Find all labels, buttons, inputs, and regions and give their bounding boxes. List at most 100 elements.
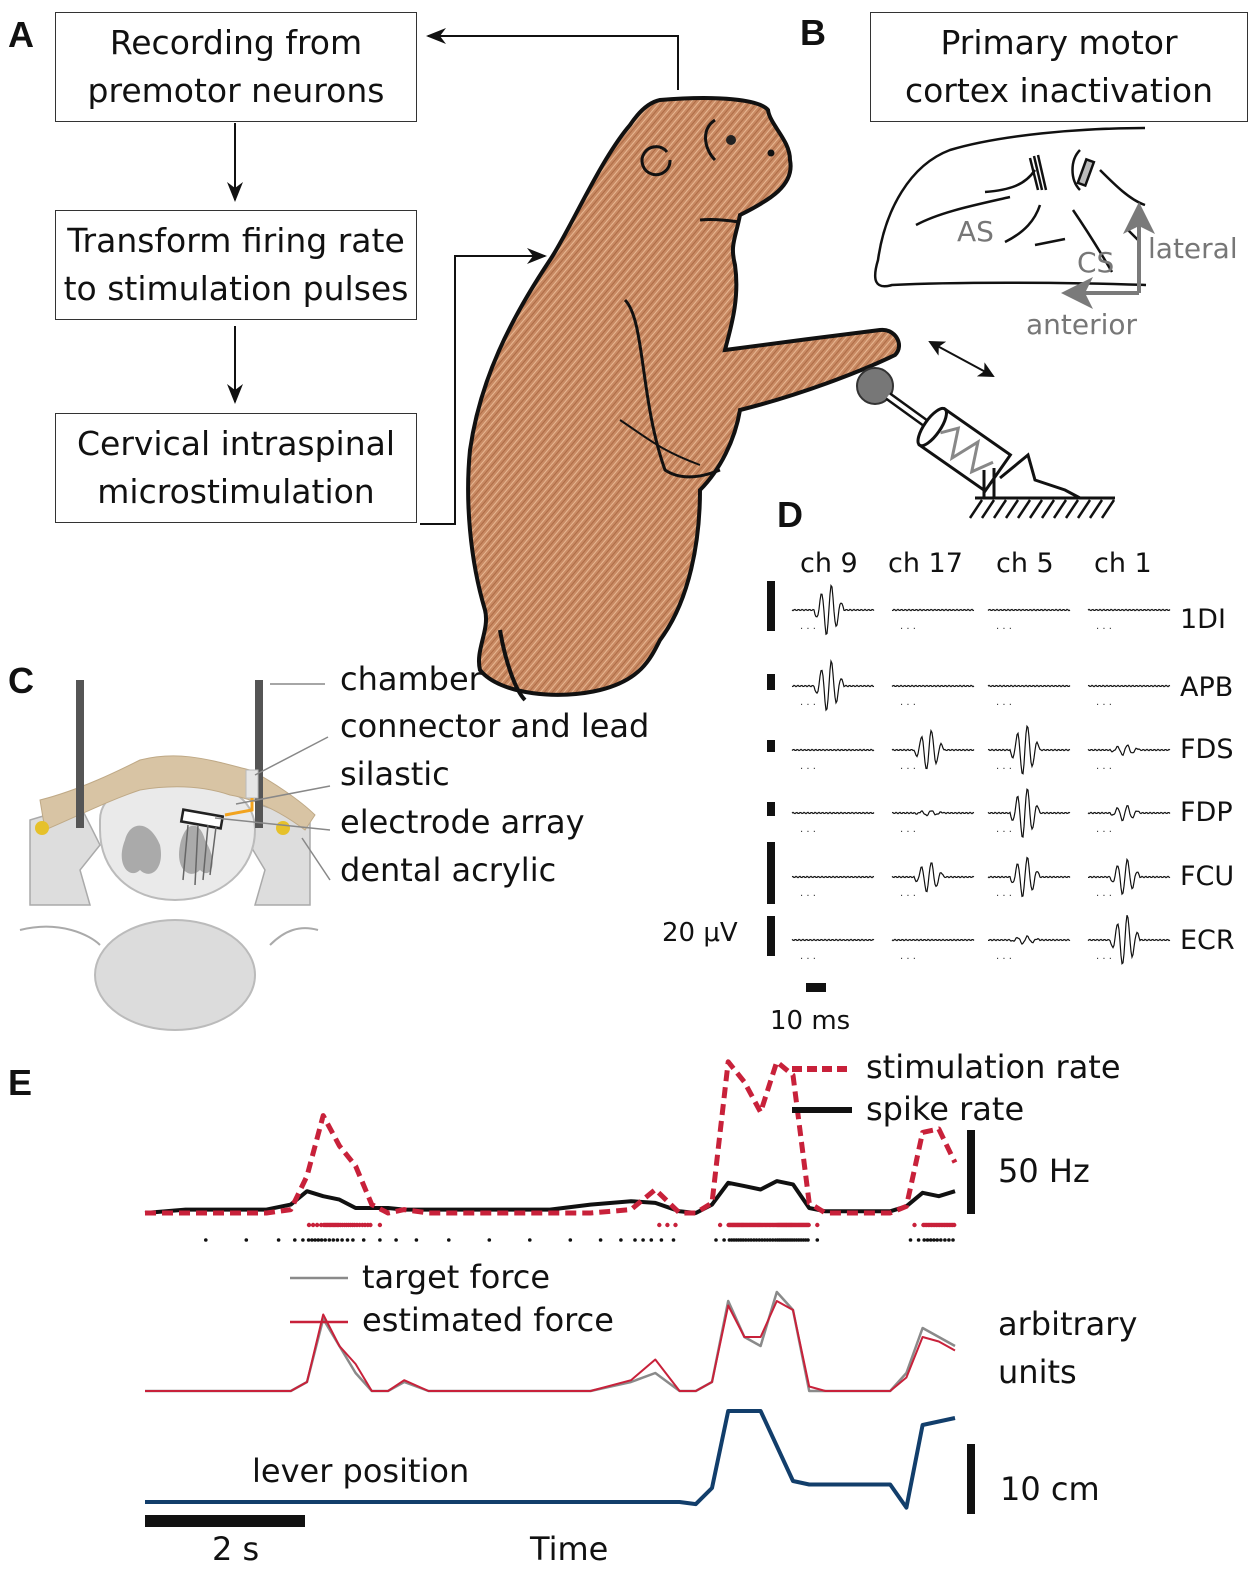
spike-tick <box>414 1238 419 1242</box>
emg-trace-1di-ch5 <box>987 608 1071 612</box>
stim-marker-dots: · · · <box>996 827 1012 838</box>
arrow-feedback <box>426 28 679 90</box>
spike-tick <box>815 1238 820 1242</box>
panel-label-a: A <box>8 14 34 55</box>
transform-box-line1: Transform firing rate <box>67 221 405 260</box>
spine-cross-section <box>19 680 331 1031</box>
spike-tick <box>943 1238 947 1242</box>
emg-traces: · · · · · · · · · · · · · · · · · · · · · · · ·… <box>767 581 1171 965</box>
spike-tick <box>293 1238 297 1242</box>
spike-tick <box>908 1238 913 1242</box>
callout-connector: connector and lead <box>340 707 650 745</box>
vertebral-body <box>94 919 256 1031</box>
legend-stim-rate-label: stimulation rate <box>866 1048 1121 1086</box>
movement-arrow <box>928 341 995 377</box>
spike-tick <box>244 1238 249 1242</box>
spike-tick <box>331 1238 336 1242</box>
position-scale-bar <box>967 1444 975 1514</box>
voltage-scale-bar-apb <box>767 674 775 690</box>
stim-marker-dots: · · · <box>800 700 816 711</box>
stim-marker-dots: · · · <box>996 954 1012 965</box>
emg-trace-ecr-ch5 <box>988 934 1071 946</box>
panel-label-c: C <box>8 660 34 701</box>
position-scale-label: 10 cm <box>1000 1470 1100 1508</box>
stim-marker-dots: · · · <box>1096 700 1112 711</box>
spike-tick <box>649 1238 654 1242</box>
stimulation-box-line2: microstimulation <box>97 472 375 511</box>
orientation-axes <box>1061 202 1155 309</box>
spike-tick <box>306 1238 311 1242</box>
brain-outline <box>874 126 1147 288</box>
manipulandum <box>856 341 1116 519</box>
spike-tick <box>528 1238 532 1242</box>
monkey-ear <box>640 145 672 177</box>
stim-marker-dots: · · · <box>900 624 916 635</box>
sulcus-cs-label: CS <box>1077 246 1115 279</box>
spike-tick <box>313 1238 317 1242</box>
stim-marker-dots: · · · <box>996 891 1012 902</box>
voltage-scale-label: 20 μV <box>662 918 738 948</box>
screw-right <box>276 821 290 835</box>
stim-marker-dots: · · · <box>1096 954 1112 965</box>
estimated-force-line <box>145 1300 956 1392</box>
chamber-post-right <box>255 680 263 828</box>
stim-pulse-tick <box>657 1222 662 1228</box>
panel-label-d: D <box>777 494 803 535</box>
stim-pulse-tick <box>815 1222 820 1228</box>
emg-trace-fcu-ch9 <box>791 875 875 879</box>
emg-trace-fdp-ch1 <box>1087 805 1171 822</box>
stim-marker-dots: · · · <box>900 700 916 711</box>
spike-tick <box>378 1238 382 1242</box>
spike-tick <box>276 1238 281 1242</box>
voltage-scale-bar-ecr <box>767 916 775 956</box>
stim-marker-dots: · · · <box>900 764 916 775</box>
spike-tick <box>568 1238 573 1242</box>
spike-tick <box>361 1238 366 1242</box>
spike-tick <box>935 1238 939 1242</box>
spike-tick <box>335 1238 340 1242</box>
rate-scale-label: 50 Hz <box>998 1152 1090 1190</box>
time-scale-label-2s: 2 s <box>212 1530 260 1568</box>
callout-chamber: chamber <box>340 660 482 698</box>
legend-estimated-force-label: estimated force <box>362 1301 614 1339</box>
spike-tick <box>394 1238 398 1242</box>
spike-tick <box>951 1238 955 1242</box>
voltage-scale-bar-fcu <box>767 842 775 904</box>
emg-trace-ecr-ch1 <box>1087 914 1171 965</box>
inactivation-box-line2: cortex inactivation <box>904 71 1214 110</box>
spike-tick <box>765 1238 770 1242</box>
spike-tick <box>760 1238 764 1242</box>
spike-tick <box>771 1238 775 1242</box>
emg-trace-ecr-ch9 <box>791 938 875 942</box>
stim-marker-dots: · · · <box>996 700 1012 711</box>
voltage-scale-bar-fdp <box>767 802 775 816</box>
emg-trace-fcu-ch17 <box>891 862 975 893</box>
spike-tick <box>762 1238 767 1242</box>
stim-marker-dots: · · · <box>800 891 816 902</box>
chamber-post-left <box>76 680 84 828</box>
panel-label-b: B <box>800 12 826 53</box>
chart-e <box>144 1059 958 1510</box>
spike-tick <box>447 1238 451 1242</box>
callout-silastic: silastic <box>340 755 450 793</box>
spike-tick <box>757 1238 762 1242</box>
spike-rate-line <box>144 1179 956 1215</box>
stim-marker-dots: · · · <box>1096 764 1112 775</box>
voltage-scale-bar-fds <box>767 740 775 752</box>
force-scale-label: arbitrary units <box>998 1305 1138 1391</box>
spike-tick <box>327 1238 332 1242</box>
screw-left <box>35 821 49 835</box>
muscle-label-fds: FDS <box>1180 734 1234 765</box>
spike-tick <box>744 1238 748 1242</box>
stim-pulse-tick <box>314 1222 320 1228</box>
flow-arrows <box>227 28 679 525</box>
spike-tick <box>310 1238 314 1242</box>
spike-tick <box>925 1238 930 1242</box>
stim-marker-dots: · · · <box>900 891 916 902</box>
spike-tick <box>741 1238 745 1242</box>
callout-dental-acrylic: dental acrylic <box>340 851 557 889</box>
emg-trace-fcu-ch5 <box>987 856 1071 898</box>
monkey-illustration <box>466 96 901 702</box>
